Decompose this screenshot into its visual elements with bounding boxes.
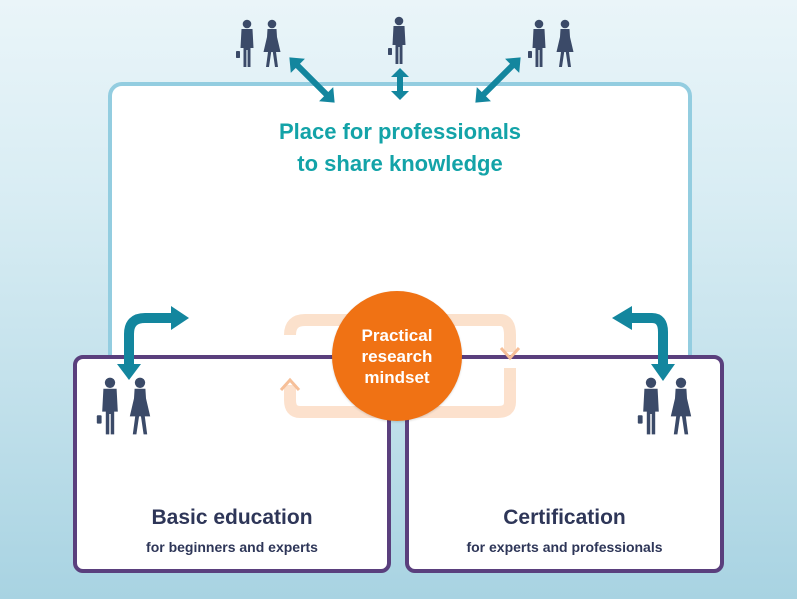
circle-label-line1: Practical xyxy=(361,325,433,345)
basic-education-title: Basic education xyxy=(151,506,313,529)
basic-education-subtitle: for beginners and experts xyxy=(146,539,318,555)
top-box-title-line1: Place for professionals xyxy=(278,119,522,144)
circle-label-line3: mindset xyxy=(364,367,430,387)
circle-label-line2: research xyxy=(361,346,433,366)
bent-arrow-left-icon xyxy=(117,306,189,380)
double-arrow-center-icon xyxy=(391,68,409,100)
people-couple-right-icon xyxy=(637,377,692,435)
practical-research-mindset-circle: Practical research mindset xyxy=(332,291,462,421)
certification-title: Certification xyxy=(503,506,626,529)
bent-arrow-right-icon xyxy=(612,306,675,381)
people-couple-left-icon xyxy=(96,377,151,435)
person-top-center-icon xyxy=(388,16,406,64)
people-couple-top-left-icon xyxy=(236,19,281,67)
certification-subtitle: for experts and professionals xyxy=(466,539,663,555)
cycle-arrowheads xyxy=(279,346,521,392)
double-arrow-right-icon xyxy=(475,57,521,103)
people-couple-top-right-icon xyxy=(528,19,574,67)
certification-box xyxy=(405,355,724,573)
double-arrow-left-icon xyxy=(289,57,335,103)
basic-education-box xyxy=(73,355,391,573)
top-box-title-line2: to share knowledge xyxy=(297,151,503,176)
